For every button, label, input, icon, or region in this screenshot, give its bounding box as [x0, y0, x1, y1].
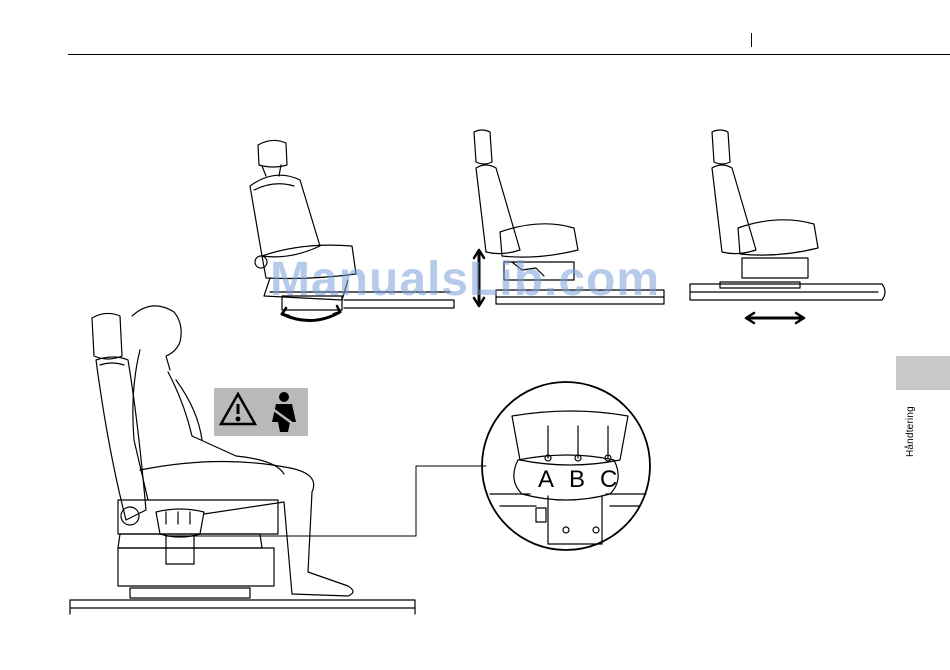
seated-driver-illustration [70, 306, 415, 614]
label-b: B [569, 466, 585, 494]
label-c: C [600, 466, 617, 494]
seat-slide-illustration [690, 130, 885, 323]
label-a: A [538, 466, 554, 494]
control-detail-illustration [482, 382, 650, 550]
watermark: ManualsLib.com [270, 252, 660, 307]
